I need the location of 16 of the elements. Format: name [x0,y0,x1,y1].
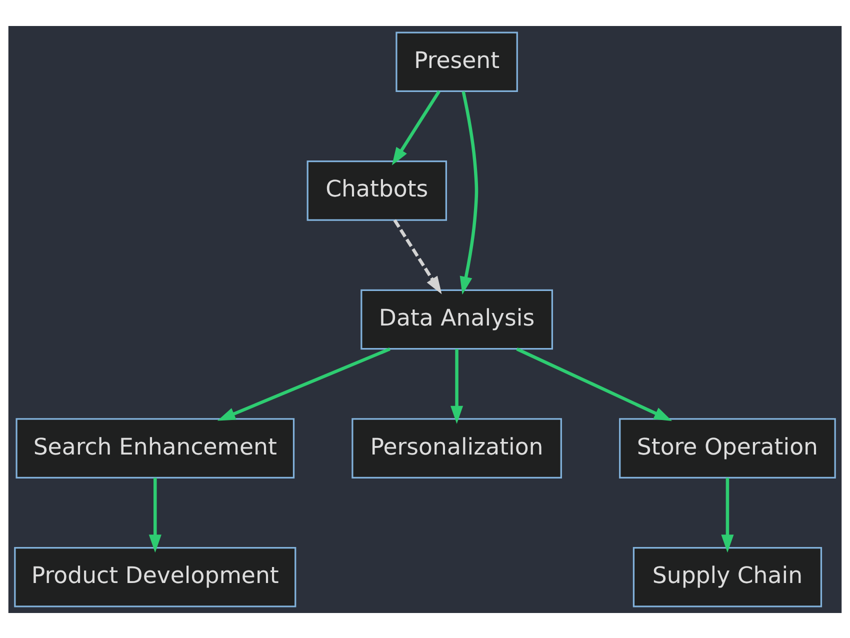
node-box: Product Development [14,546,296,607]
arrow [148,477,162,552]
node-box: Personalization [352,418,562,478]
arrow [393,218,442,294]
arrow [460,90,478,294]
node-box: Present [396,31,518,92]
node-box: Store Operation [619,418,836,478]
arrow [516,347,672,420]
arrow [392,90,440,165]
node-box: Chatbots [306,160,447,220]
node-box: Data Analysis [360,288,553,350]
node-box: Search Enhancement [16,418,295,478]
arrow [721,477,734,552]
arrow [450,348,464,424]
node-box: Supply Chain [632,546,822,607]
arrow [217,347,390,420]
